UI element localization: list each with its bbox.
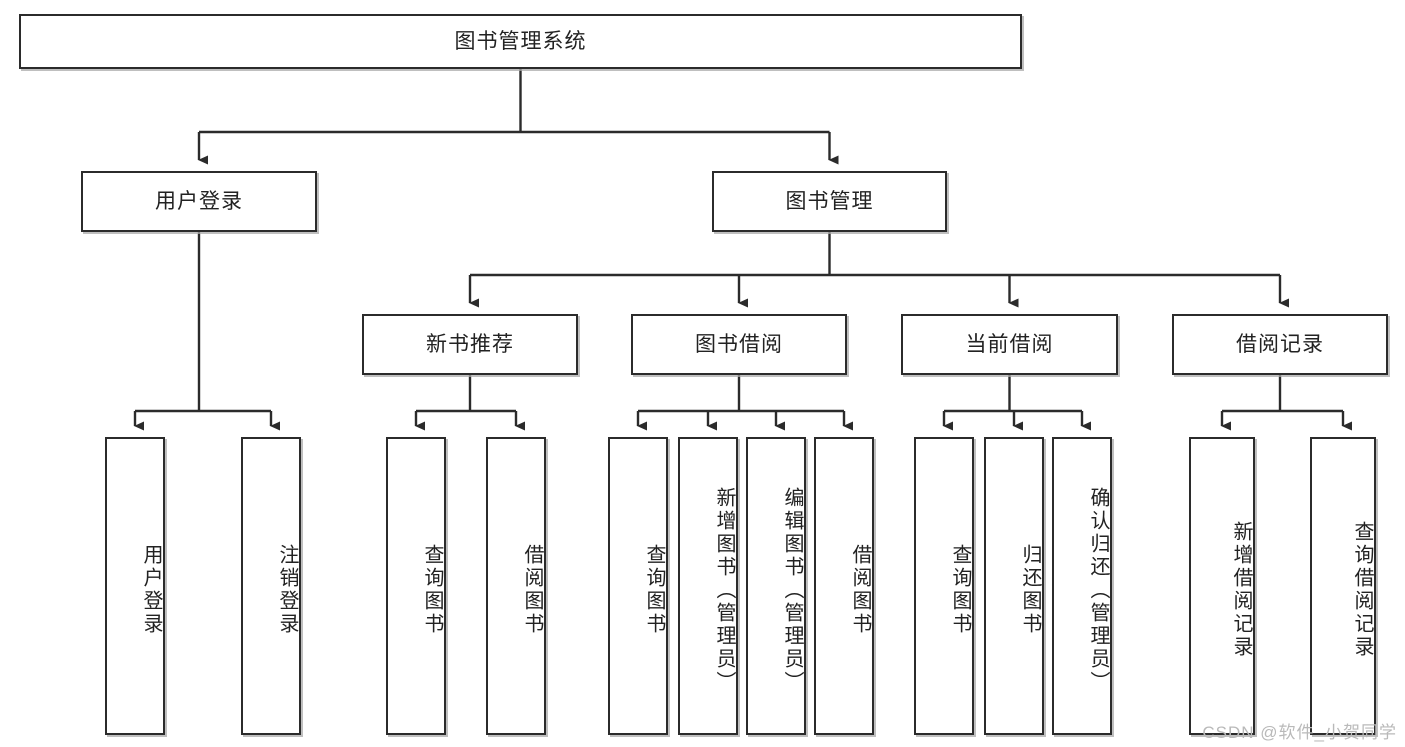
node-borrow[interactable]: 图书借阅 xyxy=(631,314,847,375)
node-borrow-3[interactable]: 编辑图书（管理员） xyxy=(746,437,806,735)
node-label: 归还图书 xyxy=(1019,544,1041,636)
node-login[interactable]: 用户登录 xyxy=(81,171,317,232)
node-current-2[interactable]: 归还图书 xyxy=(984,437,1044,735)
node-login-1[interactable]: 用户登录 xyxy=(105,437,165,735)
node-label: 图书管理 xyxy=(785,189,874,213)
node-root[interactable]: 图书管理系统 xyxy=(19,14,1022,69)
node-label: 查询图书 xyxy=(421,544,443,636)
node-borrow-2[interactable]: 新增图书（管理员） xyxy=(678,437,738,735)
node-current-3[interactable]: 确认归还（管理员） xyxy=(1052,437,1112,735)
node-label: 借阅记录 xyxy=(1236,332,1324,356)
node-bookmgmt[interactable]: 图书管理 xyxy=(712,171,947,232)
node-label: 图书借阅 xyxy=(695,332,783,356)
node-label: 借阅图书 xyxy=(849,544,871,636)
node-label: 注销登录 xyxy=(276,544,298,636)
node-label: 编辑图书（管理员） xyxy=(781,486,803,694)
node-label: 用户登录 xyxy=(140,544,162,636)
node-label: 新书推荐 xyxy=(426,332,514,356)
node-newbook-1[interactable]: 查询图书 xyxy=(386,437,446,735)
node-borrow-1[interactable]: 查询图书 xyxy=(608,437,668,735)
node-borrow-4[interactable]: 借阅图书 xyxy=(814,437,874,735)
node-record-1[interactable]: 新增借阅记录 xyxy=(1189,437,1255,735)
node-current[interactable]: 当前借阅 xyxy=(901,314,1118,375)
node-newbook[interactable]: 新书推荐 xyxy=(362,314,578,375)
node-login-2[interactable]: 注销登录 xyxy=(241,437,301,735)
node-record[interactable]: 借阅记录 xyxy=(1172,314,1388,375)
node-label: 图书管理系统 xyxy=(454,29,587,53)
node-label: 查询借阅记录 xyxy=(1351,521,1373,659)
node-label: 查询图书 xyxy=(643,544,665,636)
node-label: 查询图书 xyxy=(949,544,971,636)
node-label: 用户登录 xyxy=(155,189,243,213)
node-label: 借阅图书 xyxy=(521,544,543,636)
node-label: 确认归还（管理员） xyxy=(1087,486,1109,694)
node-record-2[interactable]: 查询借阅记录 xyxy=(1310,437,1376,735)
node-newbook-2[interactable]: 借阅图书 xyxy=(486,437,546,735)
node-label: 新增借阅记录 xyxy=(1230,521,1252,659)
node-current-1[interactable]: 查询图书 xyxy=(914,437,974,735)
watermark-text: CSDN @软件_小贺同学 xyxy=(1202,723,1397,742)
node-label: 当前借阅 xyxy=(965,332,1054,356)
node-label: 新增图书（管理员） xyxy=(713,486,735,694)
